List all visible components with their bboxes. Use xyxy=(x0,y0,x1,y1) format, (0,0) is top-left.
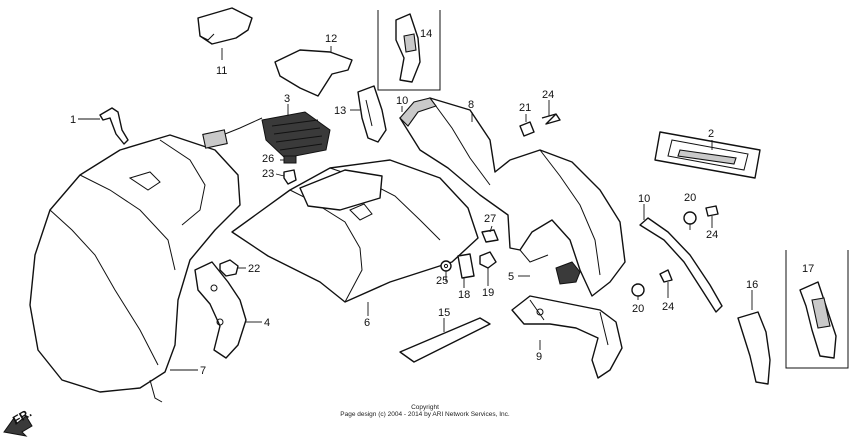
part-22-bolt[interactable] xyxy=(219,259,239,277)
part-1-clamp[interactable] xyxy=(99,107,129,145)
callout-labels: 1 2 3 4 5 6 7 8 9 10 10 11 12 13 14 15 1… xyxy=(10,28,814,427)
direction-arrow xyxy=(3,415,33,437)
part-11-cap[interactable] xyxy=(197,7,253,45)
part-24-screw-a[interactable] xyxy=(705,205,719,217)
part-20-grommet-b[interactable] xyxy=(631,283,645,297)
part-12-cover[interactable] xyxy=(274,49,353,97)
callout-9: 9 xyxy=(536,351,542,363)
part-5-clip[interactable] xyxy=(555,261,581,285)
callout-23: 23 xyxy=(262,168,274,180)
part-14-boxed[interactable] xyxy=(377,10,441,91)
callout-25: 25 xyxy=(436,275,448,287)
callout-22: 22 xyxy=(248,263,260,275)
part-10-edge-strip[interactable] xyxy=(639,217,723,313)
part-18-collar[interactable] xyxy=(457,253,475,279)
callout-8: 8 xyxy=(468,99,474,111)
callout-10-upper: 10 xyxy=(396,95,408,107)
part-8-cover[interactable] xyxy=(399,97,626,297)
part-10-seal-upper[interactable] xyxy=(399,97,437,127)
callout-21: 21 xyxy=(519,102,531,114)
part-20-grommet-a[interactable] xyxy=(683,211,697,225)
callout-2: 2 xyxy=(708,128,714,140)
callout-12: 12 xyxy=(325,33,337,45)
part-15-strip[interactable] xyxy=(399,317,491,363)
part-23-bolt[interactable] xyxy=(283,169,297,185)
part-9-bracket[interactable] xyxy=(511,295,623,379)
part-7-inner-fender[interactable] xyxy=(29,134,241,403)
callout-14: 14 xyxy=(420,28,432,40)
part-6-fender[interactable] xyxy=(231,159,479,303)
callout-4: 4 xyxy=(264,317,270,329)
callout-24-right: 24 xyxy=(706,229,718,241)
callout-13: 13 xyxy=(334,105,346,117)
copyright-notice: Page design (c) 2004 - 2014 by ARI Netwo… xyxy=(340,411,510,418)
callout-15: 15 xyxy=(438,307,450,319)
part-17-boxed[interactable] xyxy=(785,250,849,369)
part-2-reflector[interactable] xyxy=(654,131,761,179)
copyright-heading: Copyright xyxy=(411,404,439,411)
callout-11: 11 xyxy=(216,65,227,77)
part-24-screw-b[interactable] xyxy=(659,269,673,283)
part-16-stay[interactable] xyxy=(737,311,771,385)
part-21-grommet[interactable] xyxy=(519,121,535,137)
callout-3: 3 xyxy=(284,93,290,105)
part-26-clip[interactable] xyxy=(283,155,297,164)
callout-20-b: 20 xyxy=(632,303,644,315)
leader-lines xyxy=(78,46,753,371)
callout-7: 7 xyxy=(200,365,206,377)
part-13-stay[interactable] xyxy=(357,85,387,143)
callout-16: 16 xyxy=(746,279,758,291)
callout-1: 1 xyxy=(70,114,76,126)
callout-18: 18 xyxy=(458,289,470,301)
callout-24-top: 24 xyxy=(542,89,554,101)
callout-20-a: 20 xyxy=(684,192,696,204)
callout-5: 5 xyxy=(508,271,514,283)
callout-10-right: 10 xyxy=(638,193,650,205)
part-25-washer[interactable] xyxy=(440,260,452,272)
callout-19: 19 xyxy=(482,287,494,299)
part-19-nut[interactable] xyxy=(479,251,497,269)
part-3-regulator[interactable] xyxy=(202,111,331,159)
callout-26: 26 xyxy=(262,153,274,165)
callout-17: 17 xyxy=(802,263,814,275)
callout-24-lower: 24 xyxy=(662,301,674,313)
part-4-bracket[interactable] xyxy=(194,261,247,359)
part-24-screw-top[interactable] xyxy=(541,113,561,125)
callout-27: 27 xyxy=(484,213,496,225)
callout-6: 6 xyxy=(364,317,370,329)
